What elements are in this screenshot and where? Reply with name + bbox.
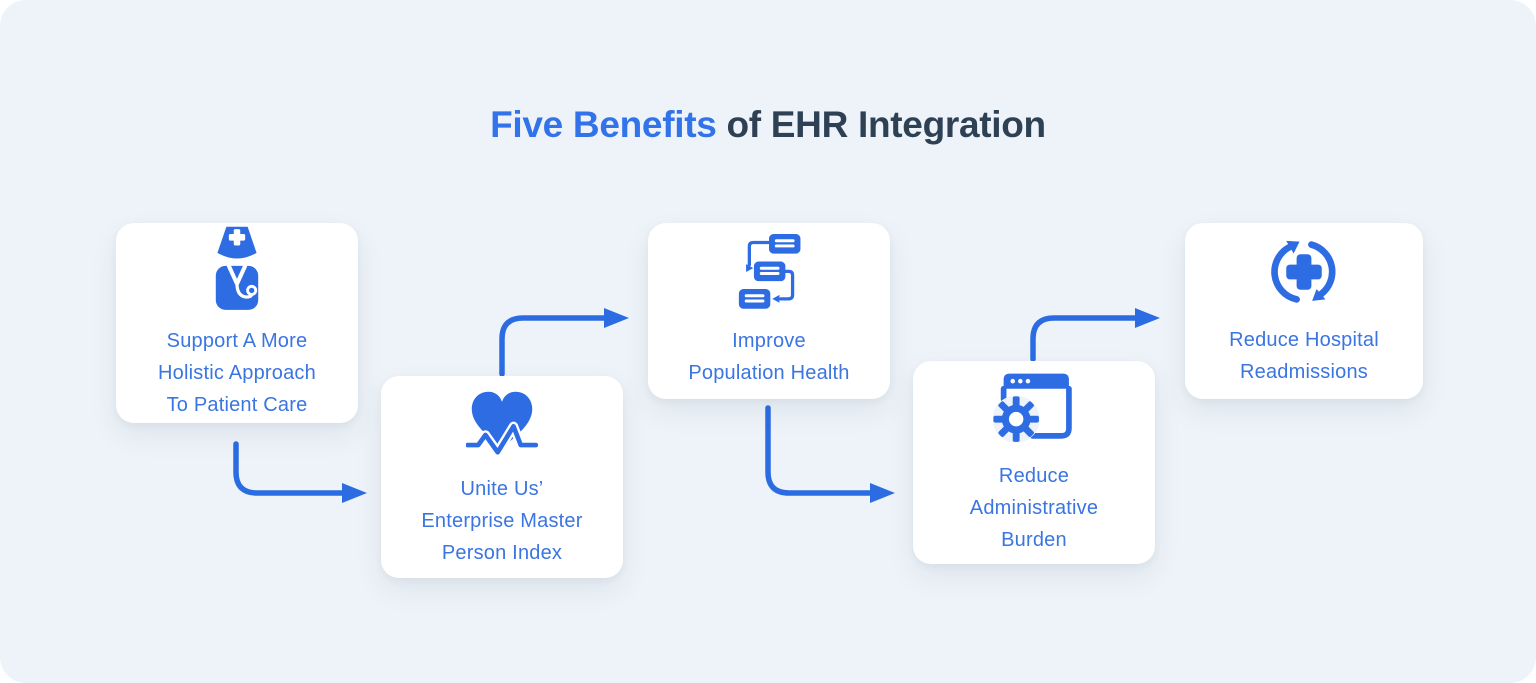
- benefit-label: Reduce Administrative Burden: [969, 465, 1099, 551]
- benefit-label: Reduce Hospital Readmissions: [1229, 328, 1379, 383]
- benefit-card-reduce-admin-burden: Reduce Administrative Burden: [913, 361, 1155, 564]
- arrow-4-head: [1135, 308, 1160, 328]
- benefit-card-unite-us-empi: Unite Us’ Enterprise Master Person Index: [381, 376, 623, 578]
- refresh-medical-cross-icon: [1267, 235, 1341, 309]
- page-title: Five Benefits of EHR Integration: [0, 104, 1536, 146]
- arrow-3-head: [870, 483, 895, 503]
- title-rest: of EHR Integration: [726, 104, 1047, 145]
- title-highlight: Five Benefits: [490, 104, 717, 145]
- connected-messages-icon: [732, 233, 806, 310]
- arrow-1-down-right: [233, 441, 345, 496]
- nurse-icon: [206, 225, 268, 310]
- arrow-2-head: [604, 308, 629, 328]
- benefit-label: Support A More Holistic Approach To Pati…: [158, 330, 316, 416]
- arrow-3-down-right: [765, 405, 873, 496]
- benefit-card-improve-population-health: Improve Population Health: [648, 223, 890, 399]
- benefit-label: Unite Us’ Enterprise Master Person Index: [421, 477, 583, 564]
- heart-pulse-icon: [462, 386, 541, 458]
- benefit-card-reduce-readmissions: Reduce Hospital Readmissions: [1185, 223, 1423, 399]
- benefit-card-support-holistic-care: Support A More Holistic Approach To Pati…: [116, 223, 358, 423]
- arrow-4-up-right: [1030, 315, 1138, 362]
- benefit-label: Improve Population Health: [688, 329, 850, 384]
- arrow-1-head: [342, 483, 367, 503]
- browser-gear-icon: [992, 369, 1075, 445]
- arrow-2-up-right: [499, 315, 607, 377]
